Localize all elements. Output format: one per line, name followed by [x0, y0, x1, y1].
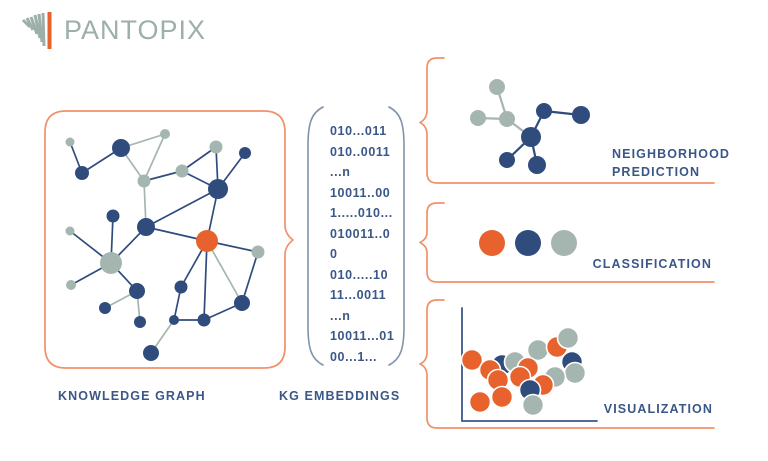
graph-node	[521, 127, 541, 147]
embedding-line: 010...011	[330, 124, 387, 138]
graph-edge	[143, 133, 166, 182]
graph-node	[208, 179, 228, 199]
embedding-line: 10011...01	[330, 329, 395, 343]
graph-node	[470, 110, 486, 126]
graph-node	[112, 139, 130, 157]
class-dot	[479, 230, 505, 256]
graph-node	[572, 106, 590, 124]
knowledge-graph-label: KNOWLEDGE GRAPH	[58, 389, 206, 403]
graph-edge	[143, 170, 183, 182]
logo-fan-icon	[21, 12, 52, 49]
embedding-line: ...n	[330, 165, 351, 179]
embedding-line: 010011..0	[330, 226, 391, 241]
classification-label: CLASSIFICATION	[592, 257, 712, 271]
neighborhood-graph-edges	[477, 86, 582, 166]
neighborhood-prediction-label-line2: PREDICTION	[612, 164, 701, 179]
visualization-label: VISUALIZATION	[603, 402, 713, 416]
scatter-dot	[521, 393, 545, 417]
scatter-axes	[461, 307, 598, 422]
embeddings-bracket-left	[307, 106, 324, 366]
graph-node	[129, 283, 145, 299]
neighborhood-prediction-label-line1: NEIGHBORHOOD	[612, 147, 731, 161]
graph-node	[174, 280, 188, 294]
embedding-line: 010.....10	[330, 267, 389, 282]
graph-node	[137, 218, 155, 236]
graph-edge	[145, 188, 219, 228]
graph-node	[65, 226, 75, 236]
scatter-dot	[460, 348, 484, 372]
neighborhood-prediction-label: NEIGHBORHOOD PREDICTION	[612, 146, 730, 181]
graph-node	[234, 295, 250, 311]
graph-node	[99, 302, 111, 314]
graph-node	[499, 111, 515, 127]
graph-node	[134, 316, 146, 328]
embeddings-bracket-right	[388, 106, 405, 366]
graph-node	[536, 103, 552, 119]
graph-node	[175, 164, 189, 178]
graph-node	[169, 315, 179, 325]
neighborhood-graph-nodes	[470, 79, 590, 174]
graph-node	[528, 156, 546, 174]
graph-node	[209, 140, 223, 154]
scatter-dot	[563, 361, 587, 385]
scatter-dot	[556, 326, 580, 350]
scatter-dot	[468, 390, 492, 414]
graph-edge	[206, 240, 243, 304]
graph-edge	[181, 146, 217, 172]
graph-edge	[241, 251, 259, 304]
graph-node	[160, 129, 170, 139]
graph-node	[137, 174, 151, 188]
graph-node	[251, 245, 265, 259]
embedding-line: 1.....010...	[330, 206, 393, 220]
embedding-line: 00...1...	[330, 349, 378, 364]
graph-node	[489, 79, 505, 95]
graph-node	[499, 152, 515, 168]
embedding-line: ...n	[330, 308, 351, 323]
scatter-dot	[490, 385, 514, 409]
knowledge-graph-edges	[69, 133, 259, 354]
logo: PANTOPIX	[14, 8, 206, 52]
embedding-line: 010..0011	[330, 144, 391, 159]
graph-node	[66, 280, 76, 290]
kg-embeddings-label: KG EMBEDDINGS	[279, 389, 401, 403]
graph-node	[197, 313, 211, 327]
logo-text: PANTOPIX	[64, 14, 207, 45]
embedding-vector-text: 010...011 010..0011 ...n 10011..00 1.....010…	[330, 121, 400, 367]
graph-node	[239, 147, 251, 159]
classification-brace-outline	[419, 202, 715, 283]
graph-edge	[203, 240, 208, 321]
scatter-points	[460, 326, 587, 417]
class-dot	[551, 230, 577, 256]
embedding-line: 11...0011	[330, 288, 387, 302]
graph-node	[100, 252, 122, 274]
neighborhood-brace-outline	[419, 57, 715, 184]
class-dot	[515, 230, 541, 256]
knowledge-graph-box-outline	[44, 110, 294, 369]
visualization-brace-outline	[419, 299, 715, 429]
graph-node	[106, 209, 120, 223]
embedding-line: 0	[330, 247, 338, 261]
graph-node	[196, 230, 218, 252]
graph-node	[65, 137, 75, 147]
knowledge-graph-nodes	[65, 129, 265, 361]
graph-node	[75, 166, 89, 180]
graph-node	[143, 345, 159, 361]
classification-dots	[479, 230, 577, 256]
embedding-line: 10011..00	[330, 185, 391, 200]
